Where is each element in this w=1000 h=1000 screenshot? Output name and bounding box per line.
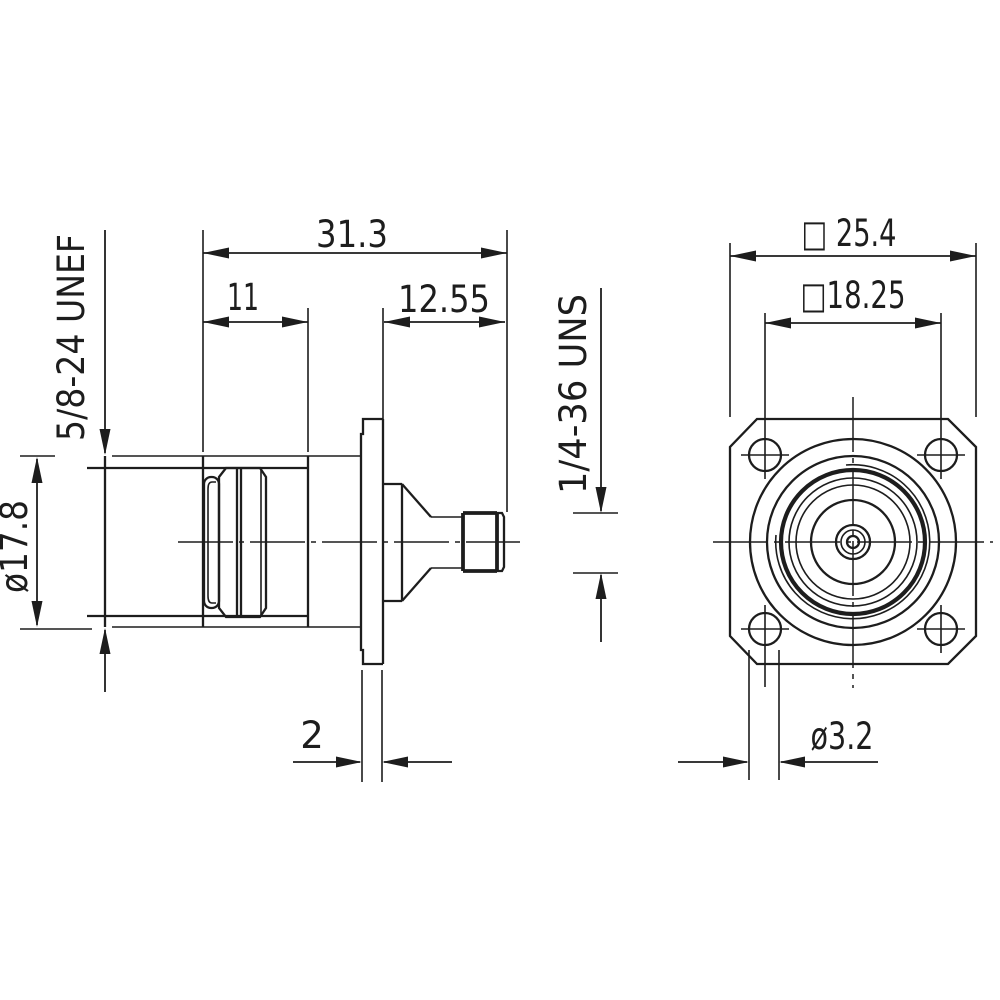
dim-overall-length-label: 31.3 <box>316 213 388 256</box>
dim-rear-section-label: 12.55 <box>398 278 490 321</box>
dim-front-section: 11 <box>203 276 309 452</box>
dim-rear-section: 12.55 <box>382 278 505 419</box>
interface-circles <box>748 437 958 647</box>
dim-flange-square-label: □ 25.4 <box>802 212 897 255</box>
dim-hole-diameter: ø3.2 <box>678 650 878 780</box>
flange-side-profile <box>359 417 385 666</box>
coupling-ring-detail <box>202 466 268 619</box>
dim-front-section-label: 11 <box>227 276 259 319</box>
thread-major-arc <box>774 463 931 620</box>
dim-front-thread-label: 5/8-24 UNEF <box>50 234 93 441</box>
dim-hole-spacing-label: □18.25 <box>801 274 906 317</box>
dim-flange-thickness-label: 2 <box>300 714 324 757</box>
rear-cone-and-stub <box>383 482 506 603</box>
dim-rear-thread: 1/4-36 UNS <box>552 288 618 642</box>
dim-front-thread: 5/8-24 UNEF <box>50 230 111 692</box>
dim-hole-spacing: □18.25 <box>764 274 942 479</box>
dim-hole-diameter-label: ø3.2 <box>811 715 874 758</box>
dim-body-diameter-label: ø17.8 <box>0 500 36 593</box>
dim-flange-thickness: 2 <box>293 670 452 782</box>
front-view: □ 25.4 □18.25 ø3.2 <box>678 212 993 780</box>
dim-overall-length: 31.3 <box>202 213 508 512</box>
side-view: 31.3 11 12.55 5/8-24 UNEF <box>0 213 618 782</box>
dim-flange-square: □ 25.4 <box>729 212 977 417</box>
flange-square-outline <box>728 417 978 666</box>
dim-body-diameter: ø17.8 <box>0 455 92 630</box>
dim-rear-thread-label: 1/4-36 UNS <box>552 294 595 494</box>
